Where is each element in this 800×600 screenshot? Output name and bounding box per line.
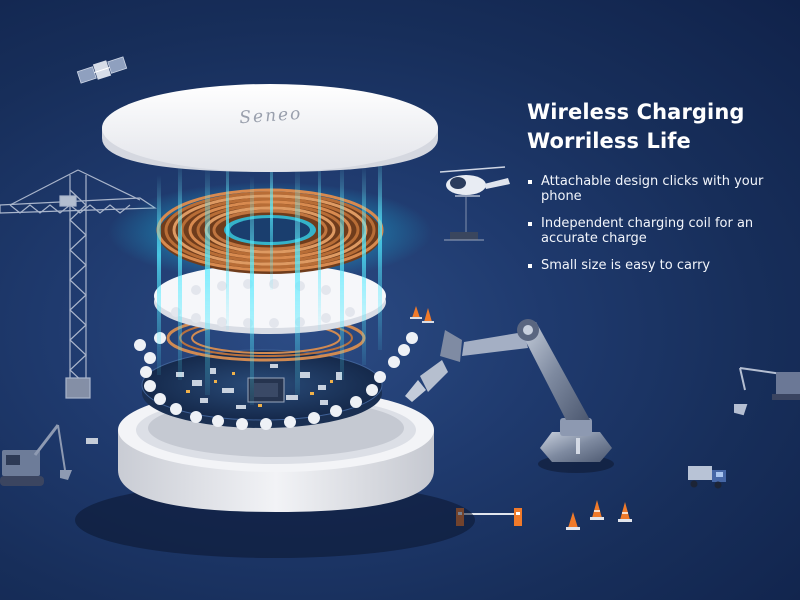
shield-plate [154,264,386,334]
energy-beams [157,150,382,405]
tower-crane [0,169,157,399]
marketing-copy: Wireless Charging Worriless Life Attacha… [527,98,789,285]
feature-item: Small size is easy to carry [527,258,789,273]
robotic-arm [405,319,614,473]
feature-item: Independent charging coil for an accurat… [527,216,789,246]
traffic-cones [410,306,632,530]
excavator-right [734,367,800,416]
feature-list: Attachable design clicks with your phone… [527,174,789,273]
headline: Wireless Charging Worriless Life [527,98,789,156]
headline-line-1: Wireless Charging [527,100,745,124]
bullet-icon [528,180,532,184]
top-cover [102,84,438,172]
helicopter [439,166,510,241]
headline-line-2: Worriless Life [527,129,691,153]
feature-text: Attachable design clicks with your phone [541,174,764,204]
satellite [76,56,128,84]
excavator-left [0,424,98,486]
feature-item: Attachable design clicks with your phone [527,174,789,204]
feature-text: Small size is easy to carry [541,258,711,273]
dump-truck [688,466,726,489]
bullet-icon [528,264,532,268]
feature-text: Independent charging coil for an accurat… [541,216,754,246]
bullet-icon [528,222,532,226]
